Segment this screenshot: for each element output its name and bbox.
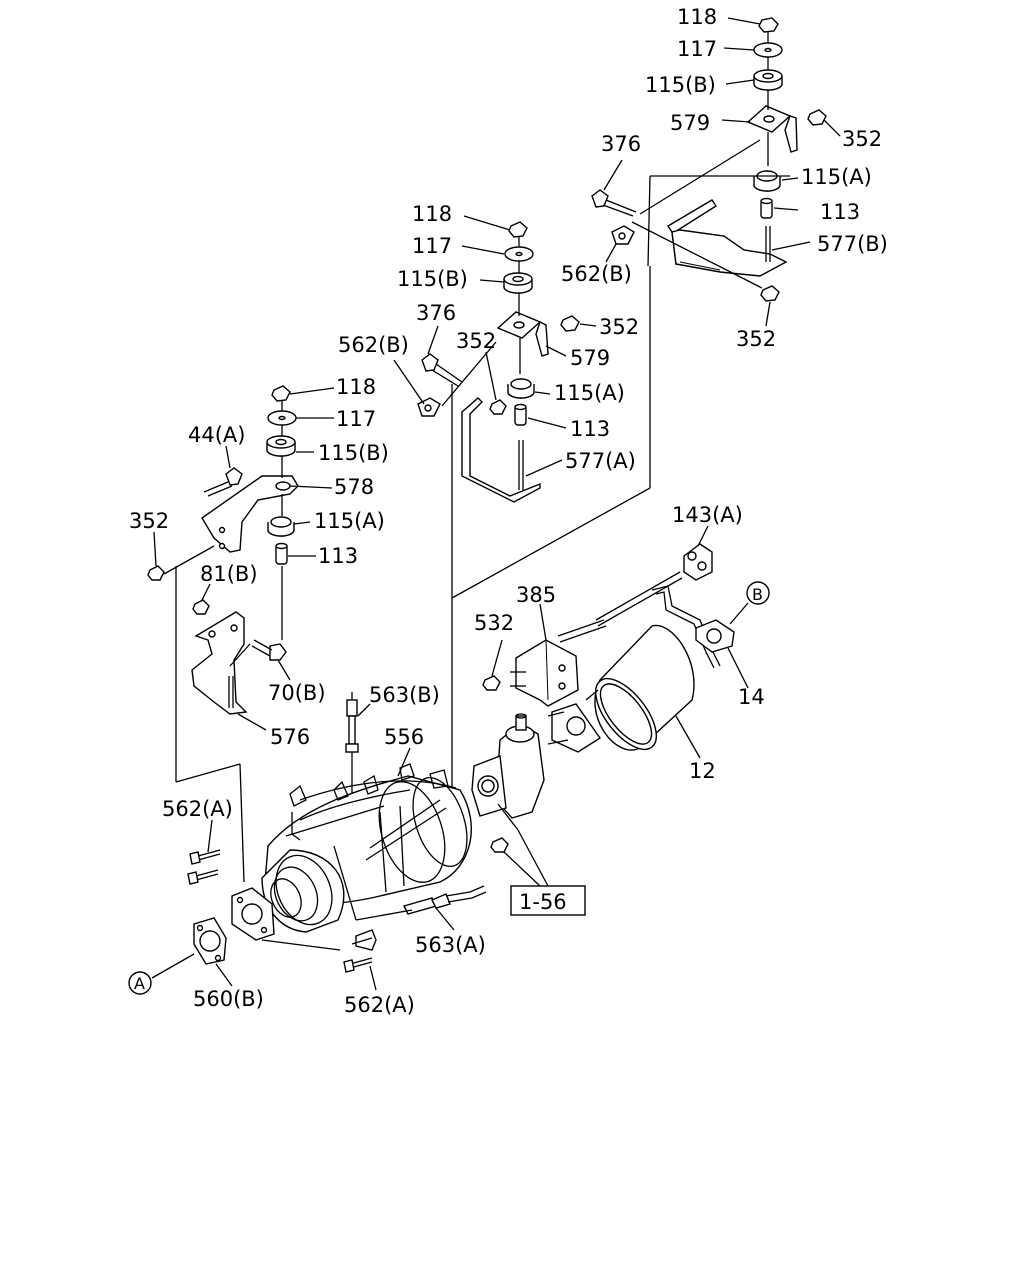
label-577a: 577(A) [565,449,636,473]
label-113: 113 [318,544,358,568]
label-376: 376 [416,301,456,325]
catalyst-assembly [128,692,586,995]
label-113: 113 [820,200,860,224]
muffler-assembly [482,525,770,759]
label-579: 579 [570,346,610,370]
part-labels: 118 117 115(B) 579 352 376 115(A) 113 56… [129,5,888,1017]
label-352: 352 [736,327,776,351]
label-14: 14 [738,685,765,709]
label-117: 117 [677,37,717,61]
label-562b: 562(B) [561,262,632,286]
label-556: 556 [384,725,424,749]
label-352: 352 [599,315,639,339]
top-right-mount-assembly [591,17,841,327]
label-577b: 577(B) [817,232,888,256]
label-385: 385 [516,583,556,607]
label-44a: 44(A) [188,423,245,447]
label-562a: 562(A) [162,797,233,821]
label-560b: 560(B) [193,987,264,1011]
middle-mount-assembly [393,215,597,503]
marker-b-label: B [752,585,763,604]
label-376: 376 [601,132,641,156]
label-563a: 563(A) [415,933,486,957]
label-562a: 562(A) [344,993,415,1017]
label-115b: 115(B) [645,73,716,97]
label-115a: 115(A) [314,509,385,533]
label-1-56: 1-56 [519,890,567,914]
label-118: 118 [677,5,717,29]
label-118: 118 [412,202,452,226]
label-70b: 70(B) [268,681,326,705]
label-352: 352 [129,509,169,533]
label-562b: 562(B) [338,333,409,357]
label-532: 532 [474,611,514,635]
label-352: 352 [842,127,882,151]
label-563b: 563(B) [369,683,440,707]
label-113: 113 [570,417,610,441]
label-115b: 115(B) [318,441,389,465]
label-115b: 115(B) [397,267,468,291]
marker-a-label: A [134,974,145,993]
label-81b: 81(B) [200,562,258,586]
label-115a: 115(A) [801,165,872,189]
label-352: 352 [456,329,496,353]
label-576: 576 [270,725,310,749]
label-118: 118 [336,375,376,399]
label-117: 117 [412,234,452,258]
assembly-reference-lines [175,266,651,883]
label-143a: 143(A) [672,503,743,527]
label-115a: 115(A) [554,381,625,405]
label-578: 578 [334,475,374,499]
left-mount-assembly [147,385,335,731]
label-12: 12 [689,759,716,783]
label-579: 579 [670,111,710,135]
label-117: 117 [336,407,376,431]
